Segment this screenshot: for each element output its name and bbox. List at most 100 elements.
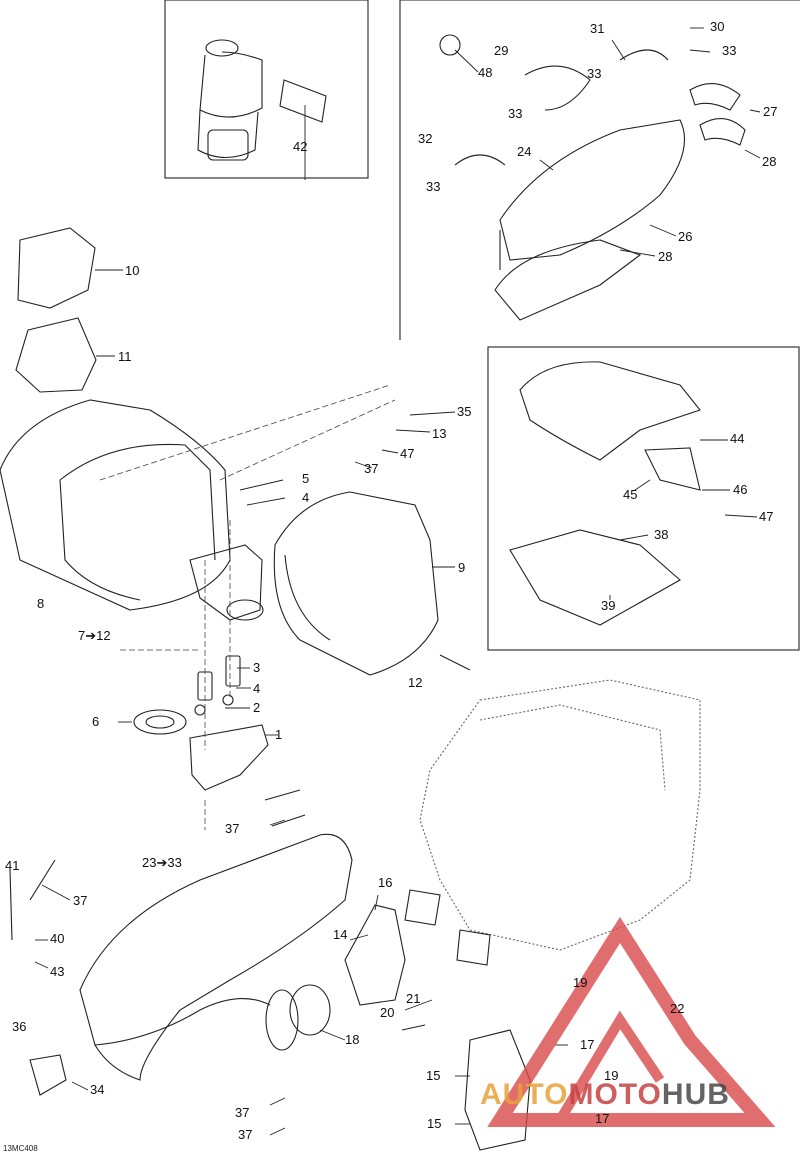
stud-41 <box>9 869 13 941</box>
callout-label-24: 24 <box>517 144 532 159</box>
exhaust-manifold-upper <box>189 544 264 621</box>
callout-label-32: 32 <box>418 131 433 146</box>
decal-43 <box>279 79 327 123</box>
callout-label-21: 21 <box>406 991 421 1006</box>
callout-label-12: 12 <box>408 675 423 690</box>
callout-label-37a: 37 <box>364 461 379 476</box>
callout-label-3: 3 <box>253 660 261 675</box>
callout-label-47: 46 <box>733 482 748 497</box>
callout-label-26: 26 <box>678 229 693 244</box>
callout-label-33a: 33 <box>722 43 737 58</box>
gasket-16a <box>404 889 441 926</box>
callout-label-13: 13 <box>432 426 447 441</box>
callout-label-17a: 17 <box>580 1037 595 1052</box>
callout-label-31: 31 <box>590 21 605 36</box>
drawing-code: 13MC408 <box>3 1144 38 1153</box>
callout-label-27: 28 <box>762 154 777 169</box>
watermark-logo-text: AUTOMOTOHUB <box>480 1078 730 1112</box>
callout-label-4b: 4 <box>253 681 261 696</box>
inset-panel-heat-shield <box>487 346 800 651</box>
stud-12 <box>439 654 471 671</box>
callout-label-33c: 33 <box>508 106 523 121</box>
callout-label-41: 41 <box>5 858 20 873</box>
elbow-15 <box>464 1029 531 1151</box>
tuned-pipe-23 <box>79 833 353 1081</box>
callout-label-35: 35 <box>457 404 472 419</box>
callout-label-46: 45 <box>623 487 638 502</box>
sleeve-18 <box>289 984 331 1036</box>
callout-label-23-33: 23➔33 <box>142 855 182 870</box>
callout-label-16: 16 <box>378 875 393 890</box>
callout-label-18-text: 18 <box>345 1032 360 1047</box>
callout-label-38: 38 <box>654 527 669 542</box>
callout-label-44b: 47 <box>759 509 774 524</box>
watermark-moto: MOTO <box>568 1078 662 1111</box>
callout-label-15a: 15 <box>426 1068 441 1083</box>
watermark-triangle <box>487 916 776 1127</box>
inset-panel-reservoir <box>164 0 369 179</box>
callout-label-29: 29 <box>494 43 509 58</box>
callout-label-8: 8 <box>37 596 45 611</box>
callout-label-20: 20 <box>380 1005 395 1020</box>
callout-label-19b: 19 <box>604 1068 619 1083</box>
callout-label-6: 6 <box>92 714 100 729</box>
inset-panel-muffler-top <box>399 0 800 340</box>
heat-shield-10 <box>17 227 96 309</box>
heat-shield-11 <box>15 317 97 393</box>
reservoir-bottle <box>197 39 263 161</box>
callout-label-37e: 37 <box>238 1127 253 1142</box>
clamp-31 <box>619 49 669 61</box>
watermark-auto: AUTO <box>480 1078 569 1111</box>
leader-lines <box>34 27 761 1136</box>
gasket-16b <box>456 929 491 966</box>
callout-label-39: 39 <box>601 598 616 613</box>
callout-label-19a: 19 <box>573 975 588 990</box>
callout-label-44a: 47 <box>400 446 415 461</box>
bolt-20 <box>401 1024 426 1031</box>
watermark-hub: HUB <box>661 1078 730 1111</box>
callout-label-48: 48 <box>478 65 493 80</box>
callout-label-34: 34 <box>90 1082 105 1097</box>
grommet-25 <box>689 83 741 111</box>
callout-label-1: 1 <box>275 727 283 742</box>
callout-label-30: 30 <box>710 19 725 34</box>
callout-label-2: 2 <box>253 700 261 715</box>
ring-48 <box>439 34 461 56</box>
bracket-34 <box>29 1054 67 1096</box>
clamp-29 <box>524 65 591 111</box>
heat-shield-9 <box>273 491 439 676</box>
callout-label-37b: 37 <box>225 821 240 836</box>
heat-shield-lower-38-39 <box>509 529 681 626</box>
callout-label-14: 14 <box>333 927 348 942</box>
heat-shield-cover <box>519 361 701 461</box>
callout-label-37d: 37 <box>235 1105 250 1120</box>
callout-label-25: 27 <box>763 104 778 119</box>
callout-label-42: 43 <box>50 964 65 979</box>
muffler-8 <box>0 399 231 611</box>
callout-label-33b: 33 <box>587 66 602 81</box>
callout-label-4a: 4 <box>302 490 310 505</box>
callout-label-15b: 15 <box>427 1116 442 1131</box>
callout-label-9: 9 <box>458 560 466 575</box>
callout-label-43: 42 <box>293 139 308 154</box>
grommet-27 <box>699 118 746 146</box>
bracket-46 <box>644 447 701 491</box>
callout-label-40: 40 <box>50 931 65 946</box>
callout-label-37c: 37 <box>73 893 88 908</box>
callout-label-5a: 5 <box>302 471 310 486</box>
callout-label-17b: 17 <box>595 1111 610 1126</box>
callout-label-45: 44 <box>730 431 745 446</box>
callout-label-10: 10 <box>125 263 140 278</box>
callout-label-22: 22 <box>670 1001 685 1016</box>
muffler-24 <box>494 119 686 321</box>
engine-block <box>419 679 701 951</box>
callout-label-28: 28 <box>658 249 673 264</box>
callout-label-7-12: 7➔12 <box>78 628 111 643</box>
clamp-32 <box>454 154 506 166</box>
callout-label-36: 36 <box>12 1019 27 1034</box>
link-40 <box>29 859 56 901</box>
callout-label-33d: 33 <box>426 179 441 194</box>
callout-label-11: 11 <box>118 349 132 364</box>
manifold-14 <box>344 904 406 1006</box>
